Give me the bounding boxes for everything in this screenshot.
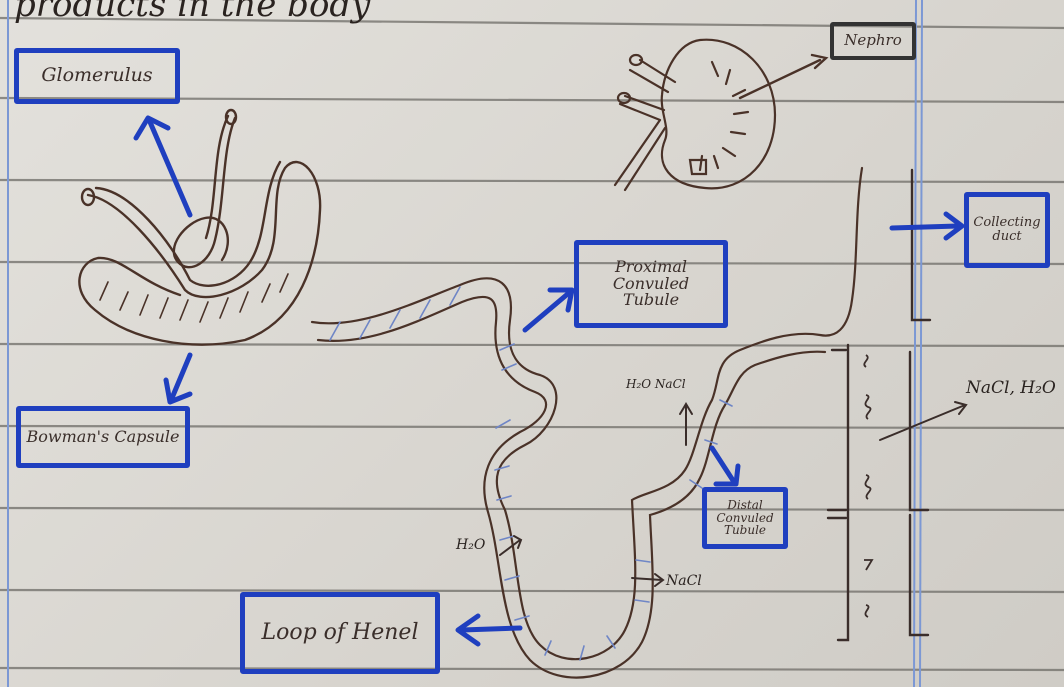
loop-of-henle-label: Loop of Henel: [240, 592, 440, 674]
proximal-tubule-label: Proximal Convuled Tubule: [574, 240, 728, 328]
nephron-label: Nephro: [830, 22, 916, 60]
bracket-marks: [864, 355, 872, 617]
glomerulus-label: Glomerulus: [14, 48, 180, 104]
kidney-drawing: [615, 40, 826, 190]
bowman-capsule-drawing: [79, 110, 320, 345]
nacl-loop-annotation: NaCl: [666, 574, 702, 588]
collecting-duct-label: Collecting duct: [964, 192, 1050, 268]
bowman-capsule-label: Bowman's Capsule: [16, 406, 190, 468]
nacl-h2o-right-annotation: NaCl, H₂O: [966, 380, 1056, 397]
page-heading: products in the body: [14, 0, 370, 22]
h2o-loop-annotation: H₂O: [456, 538, 485, 552]
h2o-nacl-annotation: H₂O NaCl: [626, 378, 686, 390]
ruled-lines: [0, 18, 1064, 670]
distal-tubule-label: Distal Convuled Tubule: [702, 487, 788, 549]
